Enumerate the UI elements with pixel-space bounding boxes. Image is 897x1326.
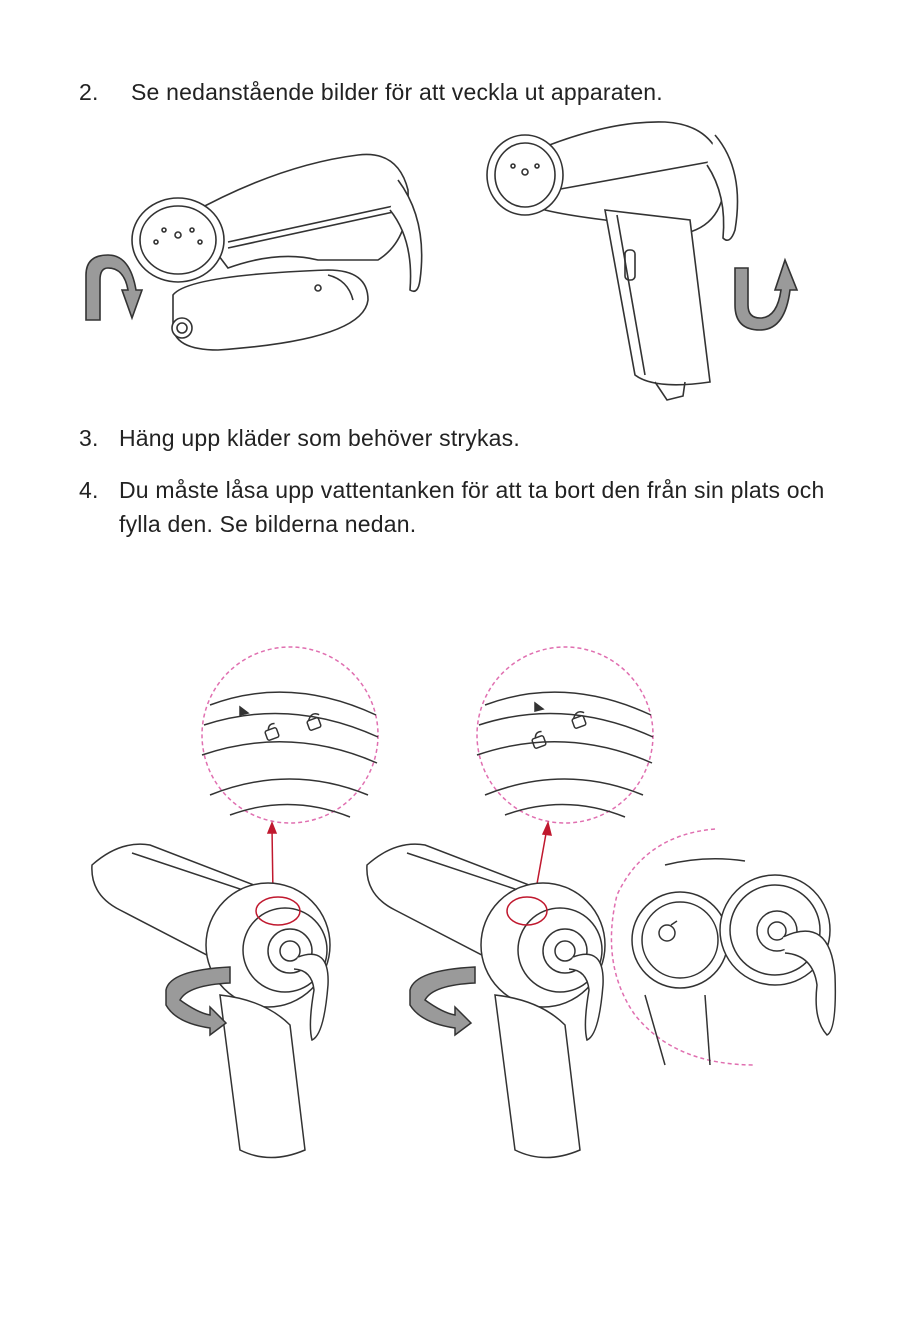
tank-locked-illustration — [80, 645, 390, 1175]
tank-removed-illustration — [605, 825, 845, 1075]
step-text: Du måste låsa upp vattentanken för att t… — [119, 473, 839, 541]
unfolded-steamer-illustration — [485, 120, 805, 410]
step-number: 4. — [79, 473, 99, 507]
step-text: Se nedanstående bilder för att veckla ut… — [131, 75, 663, 109]
step-number: 3. — [79, 421, 99, 455]
folded-steamer-illustration — [78, 150, 438, 365]
step-number: 2. — [79, 75, 99, 109]
step-text: Häng upp kläder som behöver strykas. — [119, 421, 520, 455]
